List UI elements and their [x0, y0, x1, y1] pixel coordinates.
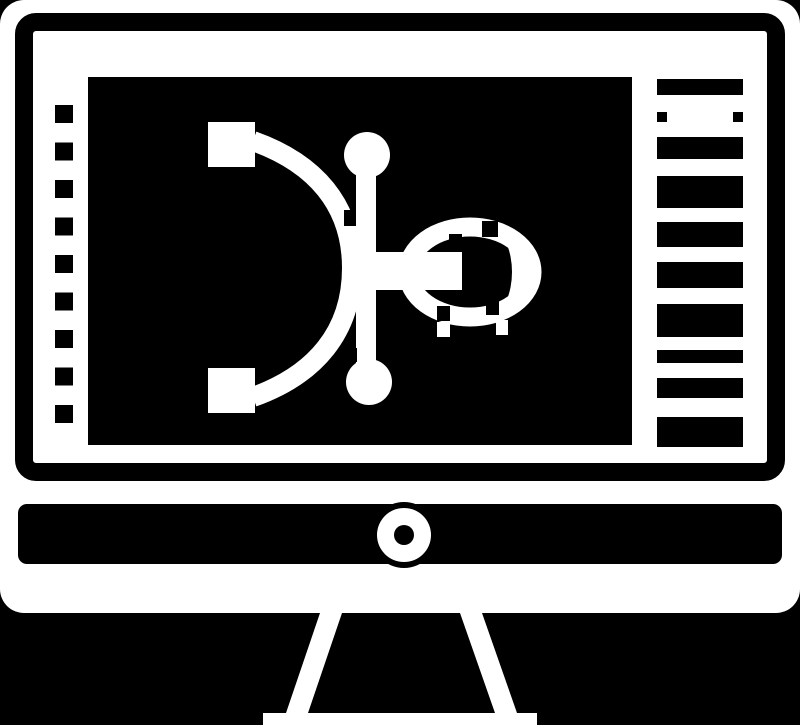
- segment-gap-notch: [344, 210, 356, 226]
- filmstrip-hole: [55, 292, 73, 311]
- anchor-square-top: [208, 122, 255, 167]
- filmstrip-hole: [55, 367, 73, 386]
- monitor-inner-outline: [15, 13, 785, 481]
- anchor-square-bottom: [208, 368, 255, 413]
- filmstrip-hole: [55, 405, 73, 423]
- panel-bar: [657, 222, 743, 247]
- filmstrip-hole: [55, 330, 73, 348]
- panel-bar: [657, 176, 743, 208]
- filmstrip-hole: [55, 180, 73, 198]
- ellipse-anchor-tab: [437, 322, 450, 337]
- segment-gap-notch: [482, 221, 498, 237]
- filmstrip-hole: [55, 255, 73, 273]
- panel-bar: [657, 79, 743, 95]
- chin: [18, 502, 782, 568]
- panel-bar: [657, 262, 743, 288]
- stand: [263, 613, 537, 725]
- monitor: [0, 0, 800, 613]
- power-button-hole: [394, 525, 414, 545]
- bezier-curve: [249, 131, 363, 407]
- panel-bar-mark: [733, 112, 743, 122]
- ellipse-anchor-tab: [496, 320, 508, 335]
- panel-bar: [657, 378, 743, 398]
- segment-gap-notch: [449, 234, 462, 248]
- filmstrip-hole: [55, 105, 73, 123]
- panel-bar: [657, 417, 743, 447]
- filmstrip-hole: [55, 217, 73, 236]
- segment-gap-notch: [437, 306, 450, 321]
- stand-right-leg: [460, 613, 517, 713]
- filmstrip-hole: [55, 142, 73, 161]
- screen-graphics: [208, 122, 542, 413]
- stand-base: [263, 713, 537, 725]
- segment-gap-notch: [345, 348, 357, 362]
- panel-bar: [657, 350, 743, 363]
- handle-circle-bottom: [346, 359, 392, 405]
- filmstrip-toolbar: [55, 105, 73, 423]
- panel-bar-mark: [657, 112, 667, 122]
- ellipse-crescent: [492, 226, 533, 318]
- segment-gap-notch: [486, 300, 499, 315]
- panel-bar: [657, 304, 743, 337]
- stand-left-leg: [286, 613, 342, 713]
- panel-bar: [657, 137, 743, 159]
- handle-circle-top: [344, 132, 390, 178]
- sidebar-panel: [657, 79, 743, 447]
